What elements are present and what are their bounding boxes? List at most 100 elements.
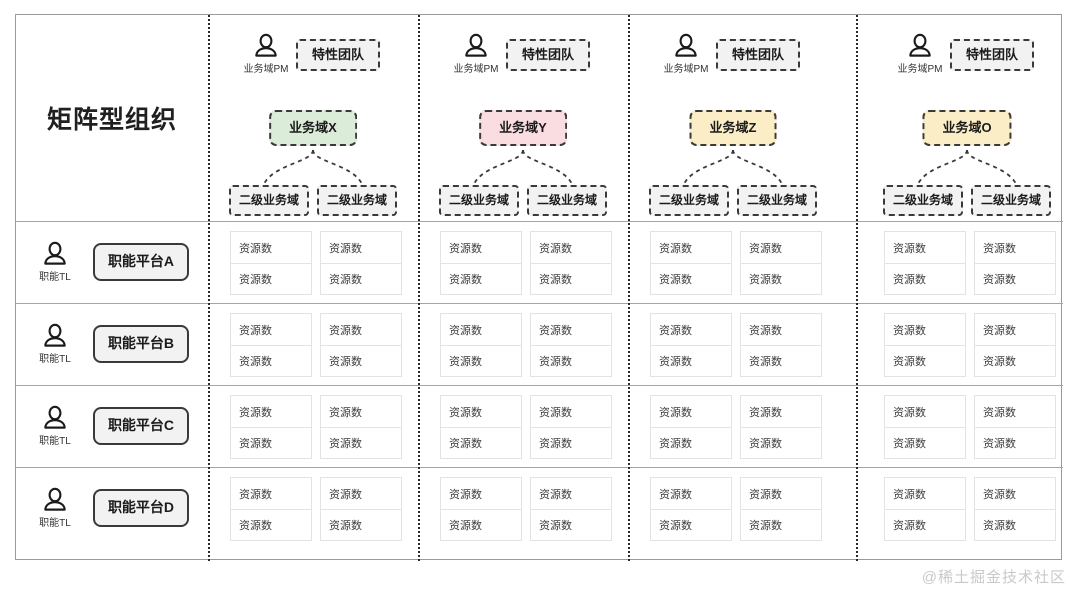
resource-count-cell[interactable]: 资源数 [659, 406, 692, 419]
resource-count-cell[interactable]: 资源数 [749, 406, 782, 419]
resource-count-cell[interactable]: 资源数 [885, 345, 965, 376]
resource-count-cell[interactable]: 资源数 [659, 488, 692, 501]
row-separator [16, 385, 1063, 386]
resource-count-cell[interactable]: 资源数 [651, 509, 731, 540]
resource-count-cell[interactable]: 资源数 [239, 324, 272, 337]
feature-team-box[interactable]: 特性团队 [949, 39, 1034, 72]
resource-count-cell[interactable]: 资源数 [441, 509, 521, 540]
resource-count-cell[interactable]: 资源数 [539, 324, 572, 337]
resource-cell-group: 资源数资源数 [974, 477, 1056, 541]
resource-count-cell[interactable]: 资源数 [231, 427, 311, 458]
resource-count-cell[interactable]: 资源数 [749, 324, 782, 337]
subdomain-box[interactable]: 二级业务域 [882, 185, 963, 217]
resource-count-cell[interactable]: 资源数 [749, 242, 782, 255]
subdomain-box[interactable]: 二级业务域 [438, 185, 519, 217]
resource-count-cell[interactable]: 资源数 [531, 509, 611, 540]
resource-count-cell[interactable]: 资源数 [321, 509, 401, 540]
resource-count-cell[interactable]: 资源数 [441, 345, 521, 376]
resource-count-cell[interactable]: 资源数 [983, 242, 1016, 255]
resource-cell-group: 资源数资源数 [440, 313, 522, 377]
feature-team-box[interactable]: 特性团队 [505, 39, 590, 72]
resource-count-cell[interactable]: 资源数 [321, 427, 401, 458]
resource-count-cell[interactable]: 资源数 [651, 427, 731, 458]
resource-count-cell[interactable]: 资源数 [329, 324, 362, 337]
resource-count-cell[interactable]: 资源数 [329, 242, 362, 255]
resource-count-cell[interactable]: 资源数 [329, 488, 362, 501]
subdomain-box[interactable]: 二级业务域 [317, 185, 398, 217]
feature-team-box[interactable]: 特性团队 [295, 39, 380, 72]
resource-count-cell[interactable]: 资源数 [441, 263, 521, 294]
resource-count-cell[interactable]: 资源数 [885, 263, 965, 294]
resource-count-cell[interactable]: 资源数 [239, 242, 272, 255]
platform-chip-b[interactable]: 职能平台B [92, 325, 190, 363]
resource-cell-group: 资源数资源数 [320, 313, 402, 377]
resource-count-cell[interactable]: 资源数 [975, 509, 1055, 540]
resource-cell-group: 资源数资源数 [230, 231, 312, 295]
resource-count-cell[interactable]: 资源数 [539, 488, 572, 501]
business-domain-box-y[interactable]: 业务域Y [479, 110, 567, 147]
subdomain-row: 二级业务域二级业务域 [628, 185, 838, 217]
platform-chip-d[interactable]: 职能平台D [92, 489, 190, 527]
resource-count-cell[interactable]: 资源数 [975, 263, 1055, 294]
resource-count-cell[interactable]: 资源数 [893, 406, 926, 419]
resource-count-cell[interactable]: 资源数 [449, 242, 482, 255]
resource-cell-group: 资源数资源数 [884, 231, 966, 295]
subdomain-box[interactable]: 二级业务域 [228, 185, 309, 217]
resource-count-cell[interactable]: 资源数 [531, 263, 611, 294]
resource-count-cell[interactable]: 资源数 [449, 324, 482, 337]
resource-count-cell[interactable]: 资源数 [651, 263, 731, 294]
resource-count-cell[interactable]: 资源数 [329, 406, 362, 419]
resource-count-cell[interactable]: 资源数 [975, 345, 1055, 376]
resource-count-cell[interactable]: 资源数 [449, 406, 482, 419]
resource-count-cell[interactable]: 资源数 [885, 427, 965, 458]
column-divider [856, 15, 858, 561]
resource-count-cell[interactable]: 资源数 [651, 345, 731, 376]
resource-count-cell[interactable]: 资源数 [983, 488, 1016, 501]
resource-count-cell[interactable]: 资源数 [983, 406, 1016, 419]
resource-count-cell[interactable]: 资源数 [741, 427, 821, 458]
domain-connector-lines [208, 148, 418, 188]
resource-count-cell[interactable]: 资源数 [539, 406, 572, 419]
resource-count-cell[interactable]: 资源数 [749, 488, 782, 501]
feature-team-box[interactable]: 特性团队 [715, 39, 800, 72]
resource-count-cell[interactable]: 资源数 [741, 263, 821, 294]
business-domain-box-x[interactable]: 业务域X [269, 110, 357, 147]
resource-count-cell[interactable]: 资源数 [975, 427, 1055, 458]
resource-cell-group: 资源数资源数 [974, 231, 1056, 295]
subdomain-box[interactable]: 二级业务域 [971, 185, 1052, 217]
resource-cell-group: 资源数资源数 [650, 477, 732, 541]
resource-count-cell[interactable]: 资源数 [983, 324, 1016, 337]
resource-count-cell[interactable]: 资源数 [659, 324, 692, 337]
resource-count-cell[interactable]: 资源数 [531, 427, 611, 458]
business-domain-box-o[interactable]: 业务域O [922, 110, 1012, 147]
resource-count-cell[interactable]: 资源数 [441, 427, 521, 458]
resource-count-cell[interactable]: 资源数 [741, 345, 821, 376]
resource-cell-group: 资源数资源数 [440, 477, 522, 541]
resource-count-cell[interactable]: 资源数 [885, 509, 965, 540]
resource-count-cell[interactable]: 资源数 [741, 509, 821, 540]
resource-count-cell[interactable]: 资源数 [239, 406, 272, 419]
resource-count-cell[interactable]: 资源数 [231, 263, 311, 294]
resource-count-cell[interactable]: 资源数 [531, 345, 611, 376]
tl-role-label: 职能TL [39, 518, 71, 529]
business-domain-box-z[interactable]: 业务域Z [689, 110, 777, 147]
resource-count-cell[interactable]: 资源数 [659, 242, 692, 255]
resource-count-cell[interactable]: 资源数 [321, 263, 401, 294]
resource-count-cell[interactable]: 资源数 [449, 488, 482, 501]
resource-count-cell[interactable]: 资源数 [893, 488, 926, 501]
resource-count-cell[interactable]: 资源数 [321, 345, 401, 376]
resource-count-cell[interactable]: 资源数 [239, 488, 272, 501]
resource-count-cell[interactable]: 资源数 [893, 324, 926, 337]
subdomain-box[interactable]: 二级业务域 [527, 185, 608, 217]
platform-chip-a[interactable]: 职能平台A [92, 243, 190, 281]
column-divider [208, 15, 210, 561]
resource-count-cell[interactable]: 资源数 [231, 509, 311, 540]
resource-count-cell[interactable]: 资源数 [893, 242, 926, 255]
platform-chip-c[interactable]: 职能平台C [92, 407, 190, 445]
resource-count-cell[interactable]: 资源数 [231, 345, 311, 376]
resource-count-cell[interactable]: 资源数 [539, 242, 572, 255]
subdomain-box[interactable]: 二级业务域 [737, 185, 818, 217]
subdomain-box[interactable]: 二级业务域 [648, 185, 729, 217]
